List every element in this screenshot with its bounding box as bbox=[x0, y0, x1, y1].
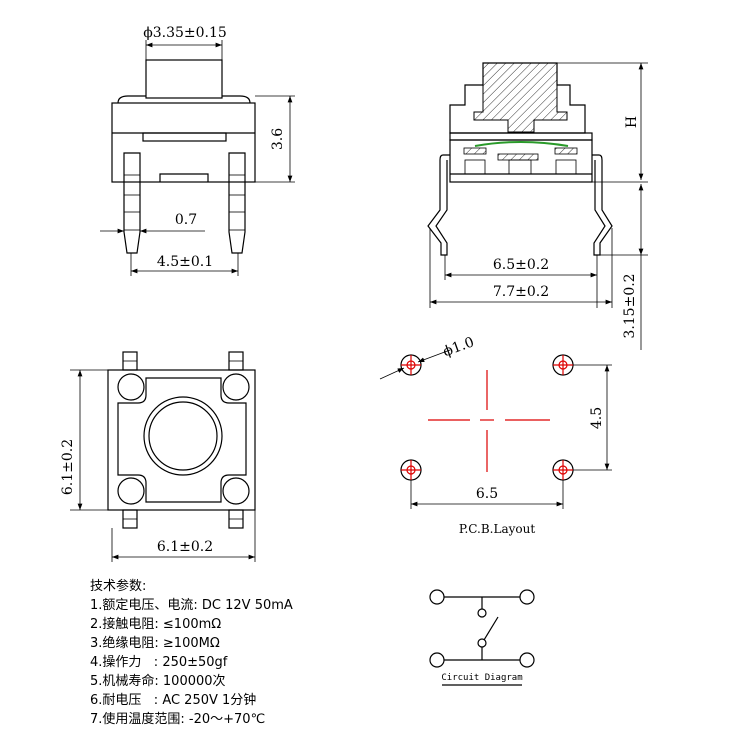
hole-diameter-label: ϕ1.0 bbox=[441, 334, 476, 360]
pin-pitch-label: 4.5±0.1 bbox=[157, 254, 213, 270]
right-pin bbox=[228, 152, 246, 254]
front-view: ϕ3.35±0.15 3.6 0.7 4.5±0.1 bbox=[100, 25, 295, 276]
pcb-layout: ϕ1.0 4.5 6.5 P.C.B.Layout bbox=[379, 334, 612, 536]
pcb-hole bbox=[400, 459, 422, 481]
pcb-hole bbox=[552, 354, 574, 376]
circuit-diagram: Circuit Diagram bbox=[429, 589, 535, 686]
spec-item: 4.操作力 : 250±50gf bbox=[90, 655, 228, 670]
spec-item: 7.使用温度范围: -20～+70℃ bbox=[90, 712, 266, 727]
height-label: 3.6 bbox=[270, 128, 286, 150]
side-view: H 3.15±0.2 6.5±0.2 7.7±0.2 bbox=[427, 62, 648, 350]
bottom-height-label: 6.1±0.2 bbox=[60, 439, 76, 495]
bottom-view: 6.1±0.2 6.1±0.2 bbox=[60, 351, 256, 562]
specs-title: 技术参数: bbox=[90, 579, 147, 594]
technical-specs: 技术参数: 1.额定电压、电流: DC 12V 50mA 2.接触电阻: ≤10… bbox=[90, 577, 293, 729]
bottom-width-label: 6.1±0.2 bbox=[157, 539, 213, 555]
pcb-hole bbox=[552, 459, 574, 481]
pcb-layout-caption: P.C.B.Layout bbox=[459, 522, 536, 536]
lead-length-label: 3.15±0.2 bbox=[622, 273, 638, 338]
horizontal-pitch-label: 6.5 bbox=[476, 486, 498, 502]
outer-width-label: 7.7±0.2 bbox=[493, 284, 549, 300]
spec-item: 5.机械寿命: 100000次 bbox=[90, 674, 226, 689]
centerlines bbox=[428, 370, 550, 472]
spec-item: 1.额定电压、电流: DC 12V 50mA bbox=[90, 598, 293, 613]
left-pin bbox=[123, 152, 141, 254]
button-diameter-label: ϕ3.35±0.15 bbox=[143, 25, 227, 41]
vertical-pitch-label: 4.5 bbox=[589, 407, 605, 429]
circuit-caption: Circuit Diagram bbox=[441, 673, 522, 683]
height-h-label: H bbox=[624, 116, 640, 128]
inner-width-label: 6.5±0.2 bbox=[493, 257, 549, 273]
pin-width-label: 0.7 bbox=[175, 212, 197, 228]
spec-item: 3.绝缘电阻: ≥100MΩ bbox=[90, 636, 220, 651]
spec-item: 6.耐电压 : AC 250V 1分钟 bbox=[90, 693, 257, 708]
spec-item: 2.接触电阻: ≤100mΩ bbox=[90, 617, 222, 632]
pcb-hole bbox=[400, 354, 422, 376]
contact-spring bbox=[474, 141, 569, 147]
